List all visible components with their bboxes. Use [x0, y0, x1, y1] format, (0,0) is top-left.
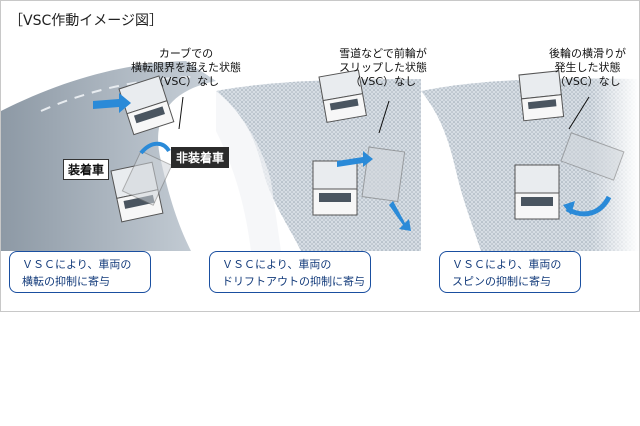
- truck-spin-ghost: [560, 132, 625, 181]
- caption-line: ＶＳＣにより、車両の: [22, 258, 132, 271]
- caption-line: スピンの抑制に寄与: [452, 275, 551, 288]
- callout-line-1: [178, 96, 184, 130]
- callout-panel-3: 後輪の横滑りが 発生した状態 （VSC）なし: [549, 47, 626, 89]
- callout-panel-1: カーブでの 横転限界を超えた状態 （VSC）なし: [131, 47, 241, 89]
- callout-line-text: 後輪の横滑りが: [549, 47, 626, 60]
- caption-line: ドリフトアウトの抑制に寄与: [222, 275, 365, 288]
- label-unequipped: 非装着車: [171, 147, 230, 168]
- callout-line-text: （VSC）なし: [554, 75, 621, 88]
- truck-equipped-panel-2: [312, 160, 358, 216]
- truck-equipped-panel-3: [514, 164, 560, 220]
- callout-line-text: カーブでの: [158, 47, 214, 60]
- diagram-title: ［VSC作動イメージ図］: [9, 13, 163, 29]
- caption-box-panel-2: ＶＳＣにより、車両の ドリフトアウトの抑制に寄与: [209, 251, 371, 293]
- truck-unequipped-panel-1: [118, 75, 175, 136]
- truck-unequipped-panel-3: [518, 70, 565, 122]
- caption-box-panel-1: ＶＳＣにより、車両の 横転の抑制に寄与: [9, 251, 151, 293]
- callout-line-text: （VSC）なし: [152, 75, 220, 88]
- callout-line-text: 横転限界を超えた状態: [131, 61, 241, 74]
- callout-line-text: 発生した状態: [554, 61, 621, 74]
- diagram-frame: ［VSC作動イメージ図］: [0, 0, 640, 312]
- truck-rollover-ghost: [121, 150, 173, 206]
- drift-arrow-2: [389, 201, 411, 231]
- callout-line-text: スリップした状態: [339, 61, 427, 74]
- spin-arrow-head-3: [563, 201, 575, 215]
- direction-arrow-2: [337, 151, 373, 167]
- vsc-arrow-1: [139, 141, 171, 155]
- caption-line: ＶＳＣにより、車両の: [222, 258, 332, 271]
- direction-arrow-1: [93, 93, 131, 113]
- caption-line: 横転の抑制に寄与: [22, 275, 110, 288]
- caption-line: ＶＳＣにより、車両の: [452, 258, 562, 271]
- callout-line-2: [378, 100, 390, 134]
- illustration: [1, 61, 639, 261]
- callout-line-text: 雪道などで前輪が: [339, 47, 427, 60]
- callout-line-text: （VSC）なし: [349, 75, 417, 88]
- callout-line-3: [568, 96, 590, 130]
- truck-drift-ghost: [361, 146, 406, 203]
- truck-unequipped-panel-2: [318, 69, 367, 123]
- caption-box-panel-3: ＶＳＣにより、車両の スピンの抑制に寄与: [439, 251, 581, 293]
- label-equipped: 装着車: [63, 159, 110, 180]
- callout-panel-2: 雪道などで前輪が スリップした状態 （VSC）なし: [339, 47, 427, 89]
